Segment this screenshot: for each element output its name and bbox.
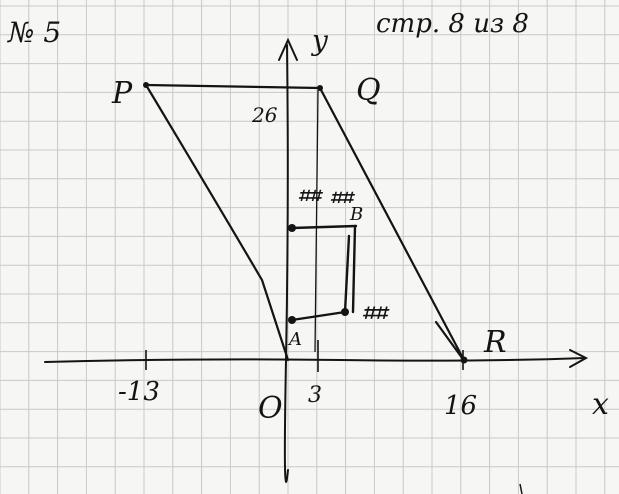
segment-QR [318, 86, 467, 364]
page-reference: стр. 8 из 8 [376, 9, 529, 39]
point-P [143, 82, 149, 88]
point-R [460, 356, 468, 364]
label-A: A [287, 329, 302, 350]
tick-label-16: 16 [444, 391, 477, 421]
tick-label-3: 3 [308, 383, 322, 408]
x-axis-label: x [592, 387, 609, 422]
origin-label: O [258, 391, 283, 426]
segment-QR-end [434, 320, 467, 364]
x-axis [44, 357, 586, 363]
scribble-right-mid: ⌗⌗ [362, 300, 390, 326]
scribble-left-top: ⌗⌗ [298, 183, 323, 207]
inner-right-edge [351, 224, 357, 314]
y-axis-arrow [278, 37, 298, 61]
scribble-right-top: ⌗⌗ [330, 185, 355, 209]
inner-bottom-edge [290, 310, 347, 322]
y-axis-label: y [310, 24, 329, 57]
label-R: R [483, 325, 507, 360]
inner-top-edge [290, 224, 358, 230]
label-B: B [349, 204, 363, 225]
point-Q [317, 85, 323, 91]
label-Q: Q [356, 73, 381, 108]
segment-PQ [144, 83, 322, 90]
point-bottom-right [341, 308, 349, 316]
problem-number: № 5 [7, 16, 61, 49]
inner-right-edge-double [343, 234, 351, 314]
y-axis [283, 44, 289, 483]
tick-label-neg13: -13 [118, 377, 160, 407]
label-P: P [111, 76, 133, 111]
tick-label-26: 26 [251, 103, 278, 127]
point-A [288, 316, 296, 324]
segment-PO [144, 83, 290, 362]
guide-x3 [314, 89, 319, 353]
x-axis-arrow [569, 349, 589, 368]
point-top-left [288, 224, 296, 232]
stray-mark [519, 483, 523, 494]
